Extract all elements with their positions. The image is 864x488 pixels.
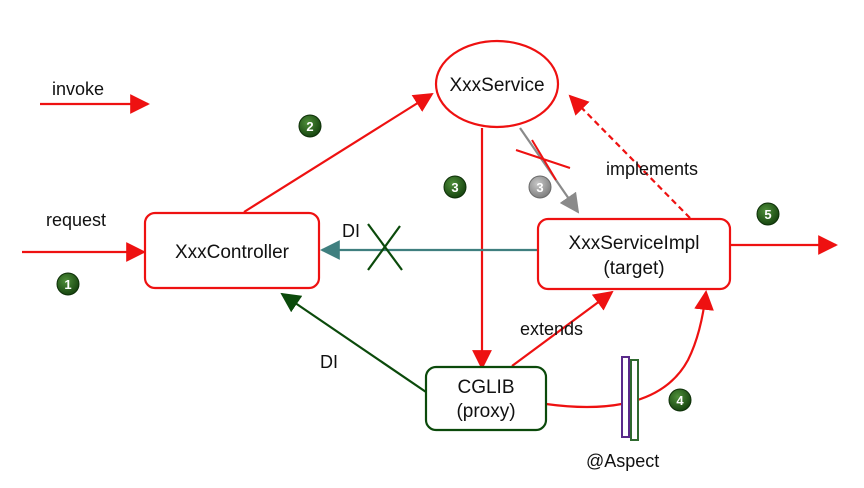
step-badge-2: 2 [298, 114, 322, 138]
aspect-label: @Aspect [586, 451, 659, 471]
step-badge-3: 3 [443, 175, 467, 199]
impl-node-shape [536, 217, 732, 291]
service-node-shape [434, 39, 560, 129]
impl-node: XxxServiceImpl (target) [536, 217, 732, 291]
di-cross-line-2 [367, 225, 401, 271]
step-badge-5-circle [756, 202, 780, 226]
step-badge-5-number: 5 [764, 207, 771, 222]
step-badge-5: 5 [756, 202, 780, 226]
impl-node-label-line1: XxxServiceImpl [569, 233, 700, 254]
cglib-node-label-line1: CGLIB [457, 377, 514, 398]
extends-label: extends [520, 319, 583, 339]
cglib-node-label-line2: (proxy) [456, 401, 515, 422]
di-top-label: DI [342, 221, 360, 241]
controller-to-service-arrow [243, 92, 434, 213]
step-badge-4-circle [668, 388, 692, 412]
implements-arrow [568, 94, 691, 219]
cglib-node: CGLIB (proxy) [424, 365, 548, 432]
blocked-cross-line-2 [531, 139, 557, 181]
service-node-label: XxxService [449, 75, 544, 96]
aspect-bar-purple [621, 356, 630, 438]
di-cglib-to-controller-arrow [280, 292, 427, 393]
step-badge-2-number: 2 [306, 119, 313, 134]
step-badge-3-grey: 3 [528, 175, 552, 199]
step-badge-4-number: 4 [676, 393, 684, 408]
controller-node: XxxController [143, 211, 321, 290]
impl-node-label-line2: (target) [603, 258, 664, 279]
step-badge-3-circle [443, 175, 467, 199]
step-badge-4: 4 [668, 388, 692, 412]
controller-node-label: XxxController [175, 242, 290, 263]
step-badge-1-circle [56, 272, 80, 296]
service-node: XxxService [434, 39, 560, 129]
legend-label: invoke [52, 79, 104, 99]
step-badge-2-circle [298, 114, 322, 138]
request-label: request [46, 210, 106, 230]
step-badge-3-grey-circle [528, 175, 552, 199]
step-badge-3-number: 3 [451, 180, 458, 195]
step-badge-1: 1 [56, 272, 80, 296]
extends-arrow [511, 290, 614, 367]
implements-label: implements [606, 159, 698, 179]
di-bottom-label: DI [320, 352, 338, 372]
cglib-to-impl-via-aspect-arrow [545, 290, 714, 409]
step-badge-1-number: 1 [64, 277, 71, 292]
step-badge-3-grey-number: 3 [536, 180, 543, 195]
aspect-bar-green [630, 359, 639, 441]
cglib-node-shape [424, 365, 548, 432]
controller-node-shape [143, 211, 321, 290]
